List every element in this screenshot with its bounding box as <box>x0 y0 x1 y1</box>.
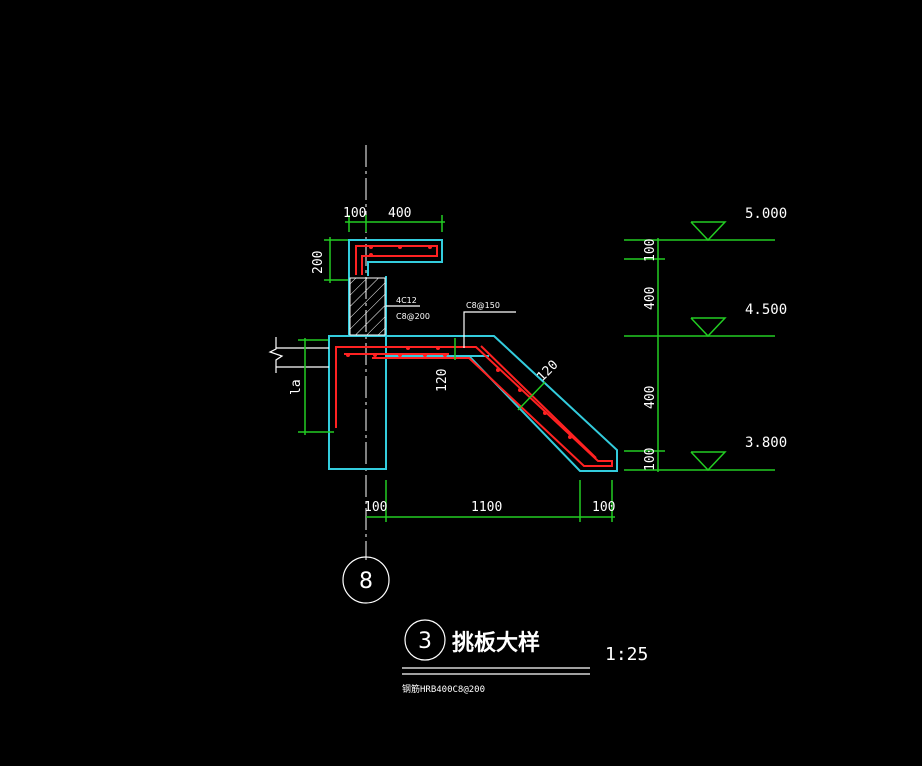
dim-top-right: 400 <box>388 206 411 221</box>
hatched-wall <box>349 277 386 336</box>
rebar-top-sub-label: C8@200 <box>396 312 430 321</box>
break-line <box>268 337 284 373</box>
leader-slab-rebar <box>463 311 516 348</box>
dimension-lines <box>298 215 775 522</box>
dim-bottom-mid: 1100 <box>471 500 502 515</box>
title-block: 3 挑板大样 1:25 钢筋HRB400C8@200 <box>402 619 648 695</box>
dim-slab-thickness: 120 <box>435 369 450 392</box>
rebar-slab-label: C8@150 <box>466 301 500 310</box>
dim-left-height: 200 <box>311 251 326 274</box>
dim-right-3: 400 <box>643 386 658 409</box>
dim-bottom-right: 100 <box>592 500 615 515</box>
dim-top-left: 100 <box>343 206 366 221</box>
dim-right-4: 100 <box>643 448 658 471</box>
rebar-top-label: 4C12 <box>396 296 417 305</box>
axis-bubble-label: 8 <box>359 569 373 594</box>
elevation-3: 3.800 <box>745 435 787 451</box>
detail-note: 钢筋HRB400C8@200 <box>402 683 485 695</box>
elevation-1: 5.000 <box>745 206 787 222</box>
concrete-outline <box>328 239 618 472</box>
detail-number: 3 <box>418 629 432 654</box>
detail-title: 挑板大样 <box>452 630 540 656</box>
rebar-lines <box>335 245 613 467</box>
detail-scale: 1:25 <box>605 644 648 665</box>
dim-anchorage: la <box>289 379 304 395</box>
dim-right-2: 400 <box>643 287 658 310</box>
dim-bottom-left: 100 <box>364 500 387 515</box>
dim-right-1: 100 <box>643 239 658 262</box>
axis-bubble: 8 <box>342 556 390 604</box>
dim-sloped-thickness: 120 <box>534 358 561 385</box>
elevation-2: 4.500 <box>745 302 787 318</box>
